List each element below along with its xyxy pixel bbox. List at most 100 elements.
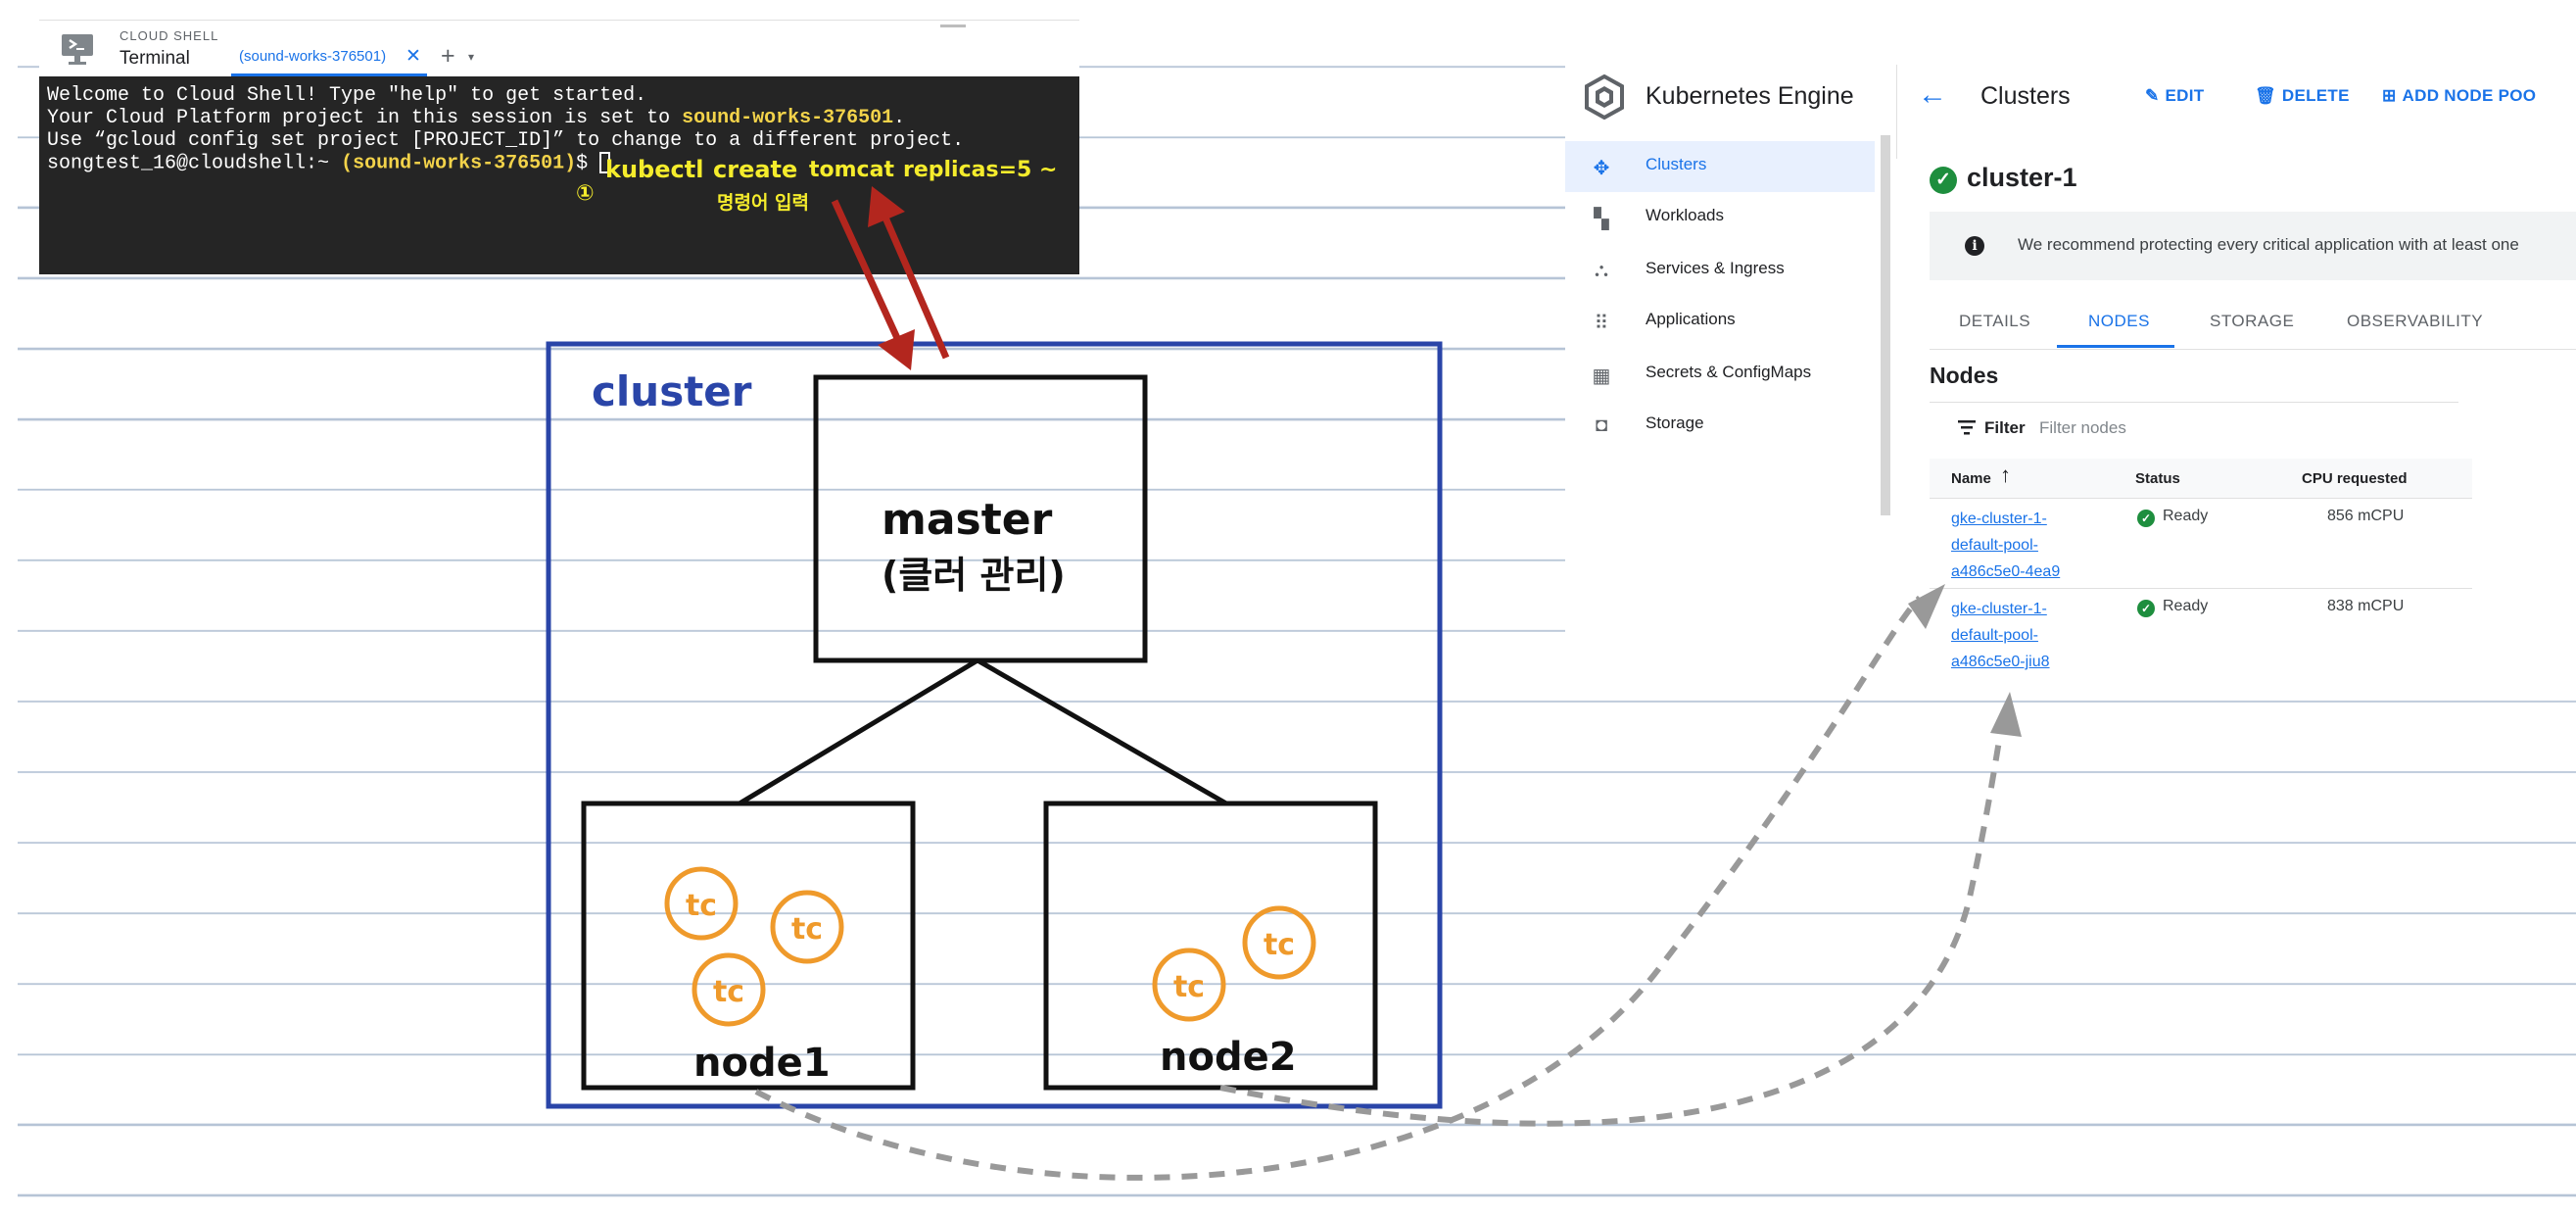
- sidebar-item-clusters[interactable]: ✥ Clusters: [1565, 141, 1875, 192]
- cloud-shell-panel: CLOUD SHELL Terminal (sound-works-376501…: [39, 20, 1079, 276]
- node2-label: node2: [1160, 1035, 1297, 1080]
- column-cpu-requested[interactable]: CPU requested: [2302, 470, 2408, 487]
- edit-button[interactable]: ✎EDIT: [2145, 86, 2205, 105]
- master-note: (클러 관리): [882, 554, 1066, 597]
- detail-tabs: DETAILS NODES STORAGE OBSERVABILITY: [1930, 300, 2576, 350]
- terminal-output[interactable]: Welcome to Cloud Shell! Type "help" to g…: [39, 76, 1079, 274]
- terminal-line: Welcome to Cloud Shell! Type "help" to g…: [47, 84, 647, 107]
- pencil-icon: ✎: [2145, 86, 2160, 105]
- cluster-name: cluster-1: [1967, 163, 2077, 192]
- nodes-table-header: Name ↑ Status CPU requested: [1930, 459, 2472, 499]
- check-circle-icon: ✓: [2137, 510, 2155, 527]
- node-cpu: 856 mCPU: [2327, 508, 2405, 524]
- terminal-prompt: songtest_16@cloudshell:~ (sound-works-37…: [47, 152, 611, 174]
- table-row: gke-cluster-1-default-pool-a486c5e0-4ea9…: [1930, 498, 2472, 589]
- cloud-shell-tabbar: CLOUD SHELL Terminal (sound-works-376501…: [39, 20, 1079, 77]
- project-id: sound-works-376501: [682, 107, 894, 129]
- active-tab-indicator: [2057, 345, 2174, 348]
- sidebar-item-label: Secrets & ConfigMaps: [1646, 363, 1812, 381]
- svg-text:tc: tc: [713, 975, 744, 1009]
- cluster-detail: ← Clusters ✎EDIT 🗑DELETE ⊞ADD NODE POO ✓…: [1898, 65, 2576, 672]
- svg-text:tc: tc: [1173, 970, 1205, 1004]
- tab-storage[interactable]: STORAGE: [2210, 312, 2295, 330]
- node-status: Ready: [2163, 508, 2209, 524]
- svg-text:tc: tc: [686, 889, 717, 923]
- recommendation-banner: i We recommend protecting every critical…: [1930, 212, 2576, 280]
- sidebar-scrollbar[interactable]: [1881, 135, 1890, 515]
- add-box-icon: ⊞: [2382, 86, 2397, 105]
- divider: [1896, 65, 1897, 159]
- connector-line: [738, 657, 979, 806]
- node2-box: [1043, 801, 1378, 1091]
- check-circle-icon: ✓: [2137, 600, 2155, 617]
- arrow-to-terminal: [868, 186, 950, 360]
- arrow-to-master: [831, 199, 915, 370]
- sidebar-item-label: Clusters: [1646, 155, 1707, 173]
- dashed-arrow-node2: [1219, 692, 2022, 1127]
- resize-handle[interactable]: [940, 24, 966, 27]
- pod-icon: tc: [1242, 905, 1316, 980]
- sidebar-item-secrets[interactable]: ▦ Secrets & ConfigMaps: [1565, 349, 1875, 400]
- terminal-cursor: [599, 152, 611, 173]
- svg-text:tc: tc: [791, 912, 823, 947]
- node-cpu: 838 mCPU: [2327, 598, 2405, 614]
- node-link[interactable]: gke-cluster-1-default-pool-a486c5e0-4ea9: [1951, 511, 2061, 580]
- node1-box: [581, 801, 916, 1091]
- sidebar-item-storage[interactable]: ◘ Storage: [1565, 400, 1875, 451]
- column-status[interactable]: Status: [2135, 470, 2180, 487]
- sidebar-item-label: Services & Ingress: [1646, 259, 1785, 277]
- terminal-line: Your Cloud Platform project in this sess…: [47, 107, 906, 129]
- pod-icon: tc: [770, 890, 844, 964]
- sidebar-item-applications[interactable]: ⠿ Applications: [1565, 296, 1875, 347]
- cluster-box: [546, 341, 1443, 1109]
- filter-icon: [1958, 420, 1976, 435]
- sort-ascending-icon[interactable]: ↑: [2000, 462, 2011, 487]
- annotation-korean-note: 명령어 입력: [717, 192, 810, 214]
- page-title: Clusters: [1980, 82, 2071, 110]
- terminal-line: Use “gcloud config set project [PROJECT_…: [47, 129, 965, 152]
- sidebar-item-label: Storage: [1646, 413, 1704, 432]
- kubernetes-engine-logo-icon: [1585, 74, 1624, 120]
- tab-nodes[interactable]: NODES: [2088, 312, 2150, 330]
- sidebar-item-services[interactable]: ⛬ Services & Ingress: [1565, 245, 1875, 296]
- gke-sidebar: Kubernetes Engine ✥ Clusters ▚ Workloads…: [1565, 65, 1884, 672]
- tab-details[interactable]: DETAILS: [1959, 312, 2031, 330]
- filter-bar[interactable]: Filter Filter nodes: [1930, 402, 2458, 456]
- terminal-tab-label: (sound-works-376501): [239, 48, 387, 65]
- terminal-tab[interactable]: (sound-works-376501) ✕: [231, 44, 427, 76]
- annotation-step: ①: [576, 181, 595, 206]
- cluster-label: cluster: [592, 367, 752, 415]
- cloud-shell-heading: CLOUD SHELL: [119, 28, 219, 43]
- close-tab-icon[interactable]: ✕: [405, 46, 421, 67]
- secrets-icon: ▦: [1592, 365, 1611, 387]
- trash-icon: 🗑: [2255, 86, 2276, 105]
- workloads-icon: ▚: [1594, 209, 1609, 230]
- applications-icon: ⠿: [1594, 313, 1609, 334]
- services-icon: ⛬: [1595, 260, 1608, 281]
- kubernetes-engine-panel: Kubernetes Engine ✥ Clusters ▚ Workloads…: [1565, 65, 2576, 672]
- dashed-arrow-node1: [754, 584, 1945, 1181]
- svg-text:tc: tc: [1264, 928, 1295, 962]
- column-name[interactable]: Name: [1951, 470, 1991, 487]
- filter-input[interactable]: Filter nodes: [2039, 418, 2126, 437]
- filter-label: Filter: [1984, 418, 2026, 437]
- back-arrow-icon[interactable]: ←: [1918, 78, 1947, 111]
- terminal-label: Terminal: [119, 48, 190, 69]
- delete-button[interactable]: 🗑DELETE: [2255, 86, 2350, 105]
- info-icon: i: [1965, 236, 1984, 256]
- add-tab-icon[interactable]: +: [441, 42, 455, 70]
- connector-line: [976, 657, 1228, 806]
- annotation-create: create: [713, 156, 798, 183]
- annotation-kubectl: kubectl: [605, 156, 704, 183]
- clusters-icon: ✥: [1593, 158, 1610, 179]
- banner-text: We recommend protecting every critical a…: [2018, 235, 2519, 254]
- tab-observability[interactable]: OBSERVABILITY: [2347, 312, 2484, 330]
- chevron-down-icon[interactable]: ▾: [468, 50, 475, 64]
- sidebar-item-workloads[interactable]: ▚ Workloads: [1565, 192, 1875, 243]
- annotation-replicas: replicas=5 ~: [903, 158, 1058, 182]
- add-node-pool-button[interactable]: ⊞ADD NODE POO: [2382, 86, 2537, 105]
- pod-icon: tc: [1152, 948, 1226, 1022]
- node-link[interactable]: gke-cluster-1-default-pool-a486c5e0-jiu8: [1951, 601, 2050, 670]
- check-circle-icon: ✓: [1930, 167, 1957, 194]
